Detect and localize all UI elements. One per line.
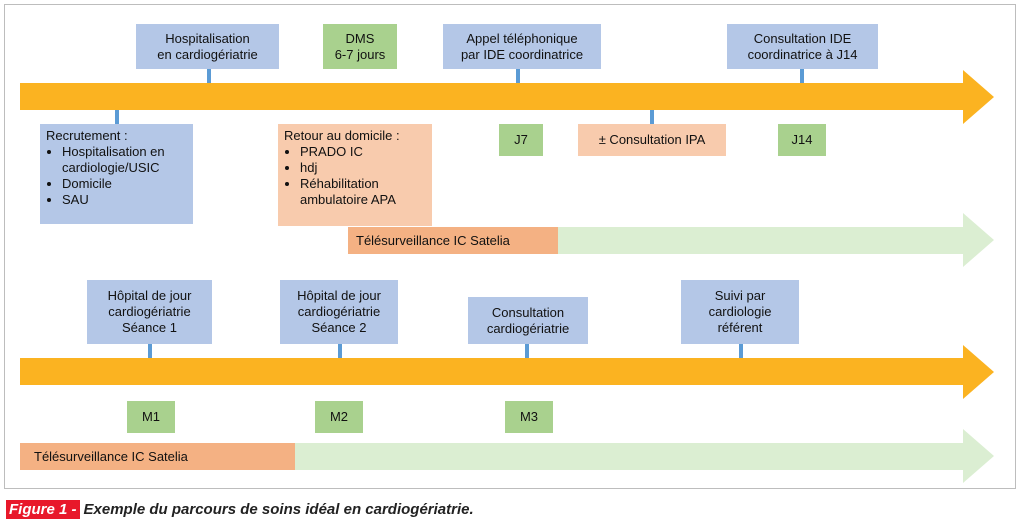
recrutement-box: Recrutement : Hospitalisation en cardiol…: [40, 124, 193, 224]
connector: [115, 110, 119, 124]
connector: [338, 344, 342, 358]
consultation-ipa-box: ± Consultation IPA: [578, 124, 726, 156]
telesurveillance-2-label: Télésurveillance IC Satelia: [20, 443, 295, 470]
milestone-m3: M3: [505, 401, 553, 433]
list-item: Réhabilitation ambulatoire APA: [300, 176, 426, 208]
list-item: SAU: [62, 192, 187, 208]
retour-domicile-box: Retour au domicile : PRADO IC hdj Réhabi…: [278, 124, 432, 226]
recrutement-title: Recrutement :: [46, 128, 128, 143]
list-item: Hospitalisation en cardiologie/USIC: [62, 144, 187, 176]
telesurveillance-2-arrow: [294, 429, 994, 483]
connector: [525, 344, 529, 358]
list-item: PRADO IC: [300, 144, 426, 160]
connector: [148, 344, 152, 358]
list-item: Domicile: [62, 176, 187, 192]
list-item: hdj: [300, 160, 426, 176]
timeline-1-arrow: [20, 70, 994, 124]
figure-caption-text: Exemple du parcours de soins idéal en ca…: [83, 501, 474, 518]
connector: [207, 69, 211, 83]
timeline-arrows: [20, 70, 994, 483]
milestone-m2: M2: [315, 401, 363, 433]
milestone-j14: J14: [778, 124, 826, 156]
connector: [650, 110, 654, 124]
timeline-2-arrow: [20, 345, 994, 399]
connector: [739, 344, 743, 358]
retour-title: Retour au domicile :: [284, 128, 400, 143]
telesurveillance-1-label: Télésurveillance IC Satelia: [348, 227, 558, 254]
figure-caption-tag: Figure 1 -: [6, 500, 80, 519]
connector: [800, 69, 804, 83]
telesurveillance-1-arrow: [557, 213, 994, 267]
connector: [516, 69, 520, 83]
milestone-j7: J7: [499, 124, 543, 156]
figure-caption: Figure 1 -Exemple du parcours de soins i…: [6, 500, 474, 519]
milestone-m1: M1: [127, 401, 175, 433]
